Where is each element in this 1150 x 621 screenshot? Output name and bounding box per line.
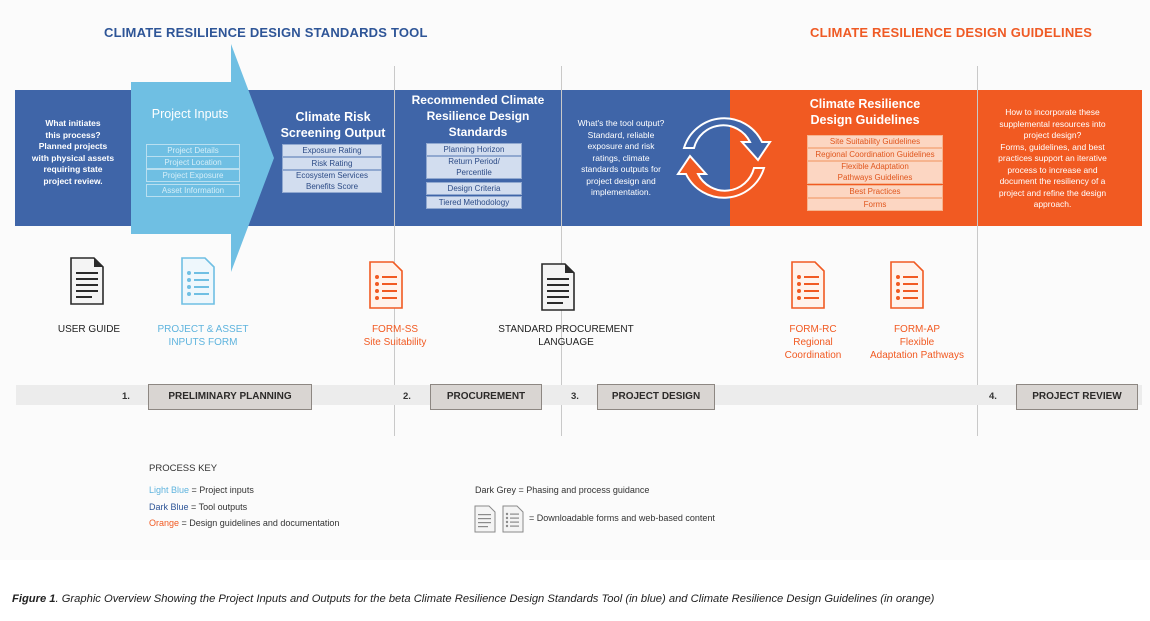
step-procurement: PROCUREMENT — [430, 384, 542, 410]
form-icon — [502, 505, 524, 533]
guidelines-title: Climate Resilience Design Guidelines — [809, 97, 921, 127]
project-input-item: Project Location — [146, 156, 240, 169]
intro-text: What initiates this process? Planned pro… — [31, 118, 115, 186]
doc-label-procurement: STANDARD PROCUREMENT LANGUAGE — [498, 324, 634, 348]
process-key-title: PROCESS KEY — [149, 463, 218, 474]
document-icon — [474, 505, 496, 533]
key-term: Light Blue — [149, 485, 190, 495]
guidelines-item: Forms — [807, 198, 943, 211]
recommended-item: Tiered Methodology — [426, 196, 522, 209]
screening-item: Risk Rating — [282, 157, 382, 170]
form-icon — [791, 261, 825, 309]
figure-label: Figure 1 — [12, 593, 56, 605]
guidelines-item: Regional Coordination Guidelines — [807, 148, 943, 161]
step-project-design: PROJECT DESIGN — [597, 384, 715, 410]
caption-text: . Graphic Overview Showing the Project I… — [55, 593, 935, 605]
key-downloadable: = Downloadable forms and web-based conte… — [529, 513, 715, 523]
guidelines-item: Site Suitability Guidelines — [807, 135, 943, 148]
step-number: 2. — [403, 391, 411, 402]
form-icon — [890, 261, 924, 309]
tool-header: CLIMATE RESILIENCE DESIGN STANDARDS TOOL — [104, 25, 428, 40]
screening-item: Exposure Rating — [282, 144, 382, 157]
doc-label-form-ap: FORM-AP Flexible Adaptation Pathways — [870, 324, 964, 361]
recommended-item: Design Criteria — [426, 182, 522, 195]
project-input-item: Project Exposure — [146, 169, 240, 182]
key-dark-blue: Dark Blue = Tool outputs — [149, 502, 247, 512]
diagram-canvas: CLIMATE RESILIENCE DESIGN STANDARDS TOOL… — [15, 25, 1142, 533]
tool-output-text: What's the tool output? Standard, reliab… — [577, 118, 665, 197]
incorporate-band — [962, 90, 1142, 226]
project-inputs-title: Project Inputs — [151, 107, 229, 121]
key-desc: = Tool outputs — [188, 502, 248, 512]
recommended-item: Planning Horizon — [426, 143, 522, 156]
key-term: Dark Blue — [149, 502, 189, 512]
step-project-review: PROJECT REVIEW — [1016, 384, 1138, 410]
iterative-cycle-icon — [676, 117, 772, 199]
doc-label-inputs-form: PROJECT & ASSET INPUTS FORM — [157, 324, 249, 348]
key-light-blue: Light Blue = Project inputs — [149, 485, 254, 495]
guidelines-header: CLIMATE RESILIENCE DESIGN GUIDELINES — [810, 25, 1093, 40]
key-orange: Orange = Design guidelines and documenta… — [149, 518, 339, 528]
doc-label-user-guide: USER GUIDE — [57, 324, 121, 335]
form-icon — [181, 257, 215, 305]
step-preliminary-planning: PRELIMINARY PLANNING — [148, 384, 312, 410]
figure-caption: Figure 1. Graphic Overview Showing the P… — [12, 593, 934, 605]
phase-divider — [977, 66, 978, 436]
screening-title: Climate Risk Screening Output — [280, 110, 386, 140]
doc-label-form-rc: FORM-RC Regional Coordination — [784, 324, 842, 361]
document-icon — [70, 257, 104, 305]
recommended-item: Return Period/ Percentile — [426, 156, 522, 179]
key-dark-grey: Dark Grey = Phasing and process guidance — [475, 485, 650, 495]
key-desc: = Design guidelines and documentation — [179, 518, 340, 528]
step-number: 3. — [571, 391, 579, 402]
step-number: 1. — [122, 391, 130, 402]
document-icon — [541, 263, 575, 311]
phase-divider — [394, 66, 395, 436]
doc-label-form-ss: FORM-SS Site Suitability — [363, 324, 427, 348]
key-desc: = Project inputs — [189, 485, 254, 495]
key-term: Orange — [149, 518, 180, 528]
form-icon — [369, 261, 403, 309]
step-number: 4. — [989, 391, 997, 402]
guidelines-item: Flexible Adaptation Pathways Guidelines — [807, 161, 943, 184]
screening-item: Ecosystem Services Benefits Score — [282, 170, 382, 193]
guidelines-item: Best Practices — [807, 185, 943, 198]
project-input-item: Asset Information — [146, 184, 240, 197]
incorporate-text: How to incorporate these supplemental re… — [998, 107, 1107, 209]
phase-divider — [561, 66, 562, 436]
